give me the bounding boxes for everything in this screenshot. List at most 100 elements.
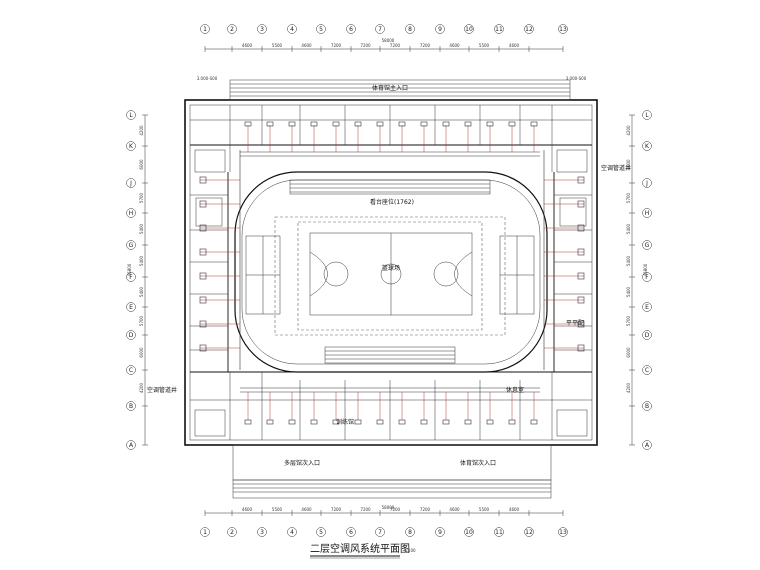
grid-bubble xyxy=(257,24,267,34)
grid-bubble-label: 3 xyxy=(260,529,264,536)
dimension-label: 4200 xyxy=(626,382,631,393)
grid-bubble xyxy=(126,302,136,312)
grid-bubble-label: L xyxy=(129,112,133,119)
grid-bubble-label: B xyxy=(129,403,133,410)
label-entrance-bottom-left: 多层馆次入口 xyxy=(284,459,320,467)
grid-bubble-label: L xyxy=(645,112,649,119)
dimension-label: 4600 xyxy=(301,43,312,48)
drawing-scale: 1:100 xyxy=(404,548,416,553)
label-left-shaft: 空调管道井 xyxy=(147,386,177,394)
grid-bubble-label: H xyxy=(129,210,134,217)
arena xyxy=(234,171,548,373)
grid-bubble xyxy=(642,110,652,120)
grid-bubble-label: 7 xyxy=(378,529,382,536)
grid-bubble-label: C xyxy=(129,367,133,374)
label-entrance-bottom-right: 体育馆次入口 xyxy=(460,459,496,467)
grid-bubble xyxy=(126,440,136,450)
grid-bubble xyxy=(435,24,445,34)
grid-bubble-label: 12 xyxy=(525,26,533,33)
dimension-label: 7200 xyxy=(331,43,342,48)
grid-bubble-label: 3 xyxy=(260,26,264,33)
dimension-label: 7200 xyxy=(360,43,371,48)
dimension-label: 6000 xyxy=(626,159,631,170)
grid-bubble xyxy=(126,178,136,188)
grid-bubble xyxy=(126,401,136,411)
grid-bubble-label: F xyxy=(129,274,133,281)
dimension-label: 4600 xyxy=(509,43,520,48)
dimension-label: 6000 xyxy=(139,159,144,170)
grid-bubble xyxy=(642,272,652,282)
dimension-label: 5400 xyxy=(626,286,631,297)
total-dim-left: 46800 xyxy=(127,263,132,276)
dimension-label: 5400 xyxy=(139,286,144,297)
dimension-label: 4600 xyxy=(449,43,460,48)
grid-bubble xyxy=(316,527,326,537)
grid-bubble xyxy=(405,527,415,537)
label-right-shaft: 空调管道井 xyxy=(601,164,631,172)
grid-bubble-label: E xyxy=(645,304,649,311)
dimension-label: 4600 xyxy=(242,43,253,48)
grid-bubble-label: 8 xyxy=(408,529,412,536)
grid-bubble xyxy=(405,24,415,34)
grid-bubble-label: 9 xyxy=(438,529,442,536)
dimension-label: 5500 xyxy=(272,43,283,48)
grid-bubble-label: 12 xyxy=(525,529,533,536)
grid-bubble xyxy=(287,24,297,34)
grid-bubble-label: D xyxy=(645,332,650,339)
grid-bubble xyxy=(126,110,136,120)
dimension-label: 5500 xyxy=(479,43,490,48)
grid-bubble-label: 10 xyxy=(465,26,473,33)
label-right-room: 平平配 xyxy=(566,320,584,327)
grid-bubble-label: K xyxy=(129,143,134,150)
grid-bubble-label: J xyxy=(129,180,132,187)
grid-bubble-label: 7 xyxy=(378,26,382,33)
grid-bubble-label: 1 xyxy=(203,26,207,33)
dimension-label: 6000 xyxy=(626,347,631,358)
grid-bubble xyxy=(642,240,652,250)
grid-bubble xyxy=(642,178,652,188)
grid-bubble xyxy=(558,24,568,34)
grid-bubble-label: 13 xyxy=(559,529,567,536)
grid-bubble-label: 8 xyxy=(408,26,412,33)
level-mark-left: 3.000-S00 xyxy=(197,76,218,81)
dimension-label: 7200 xyxy=(390,507,401,512)
grid-bubble xyxy=(200,527,210,537)
grid-bubble xyxy=(126,330,136,340)
label-hall: 训练馆 xyxy=(336,418,354,426)
grid-bubble-label: G xyxy=(645,242,650,249)
drawing-title: 二层空调风系统平面图 xyxy=(310,542,410,555)
grid-bubble-label: 13 xyxy=(559,26,567,33)
grid-bubble xyxy=(126,272,136,282)
grid-bubble xyxy=(494,24,504,34)
grid-bubble xyxy=(126,240,136,250)
grid-bubble xyxy=(287,527,297,537)
dimension-label: 5500 xyxy=(272,507,283,512)
dimension-label: 4600 xyxy=(242,507,253,512)
grid-bubble xyxy=(642,208,652,218)
grid-bubble-label: D xyxy=(129,332,134,339)
grid-bubble xyxy=(642,330,652,340)
grid-bubble xyxy=(524,24,534,34)
dimension-label: 5400 xyxy=(139,255,144,266)
grid-bubble xyxy=(464,527,474,537)
dimension-label: 5500 xyxy=(479,507,490,512)
total-dim-right: 46800 xyxy=(643,263,648,276)
dimension-label: 4200 xyxy=(139,382,144,393)
grid-bubble-label: F xyxy=(645,274,649,281)
grid-bubble xyxy=(126,141,136,151)
grid-bubble xyxy=(435,527,445,537)
grid-bubble xyxy=(558,527,568,537)
grid-bubble-label: 5 xyxy=(319,26,323,33)
grid-bubble-label: 4 xyxy=(290,529,294,536)
building-outline xyxy=(184,79,598,499)
dimension-label: 5400 xyxy=(626,255,631,266)
label-stands: 看台座位(1762) xyxy=(370,198,414,206)
grid-bubble-label: 2 xyxy=(230,26,234,33)
grid-bubble xyxy=(642,401,652,411)
grid-bubble-label: 11 xyxy=(495,529,503,536)
dimension-label: 7200 xyxy=(390,43,401,48)
grid-bubble xyxy=(642,302,652,312)
grid-bubble-label: A xyxy=(129,442,134,449)
grid-bubble-label: G xyxy=(129,242,134,249)
